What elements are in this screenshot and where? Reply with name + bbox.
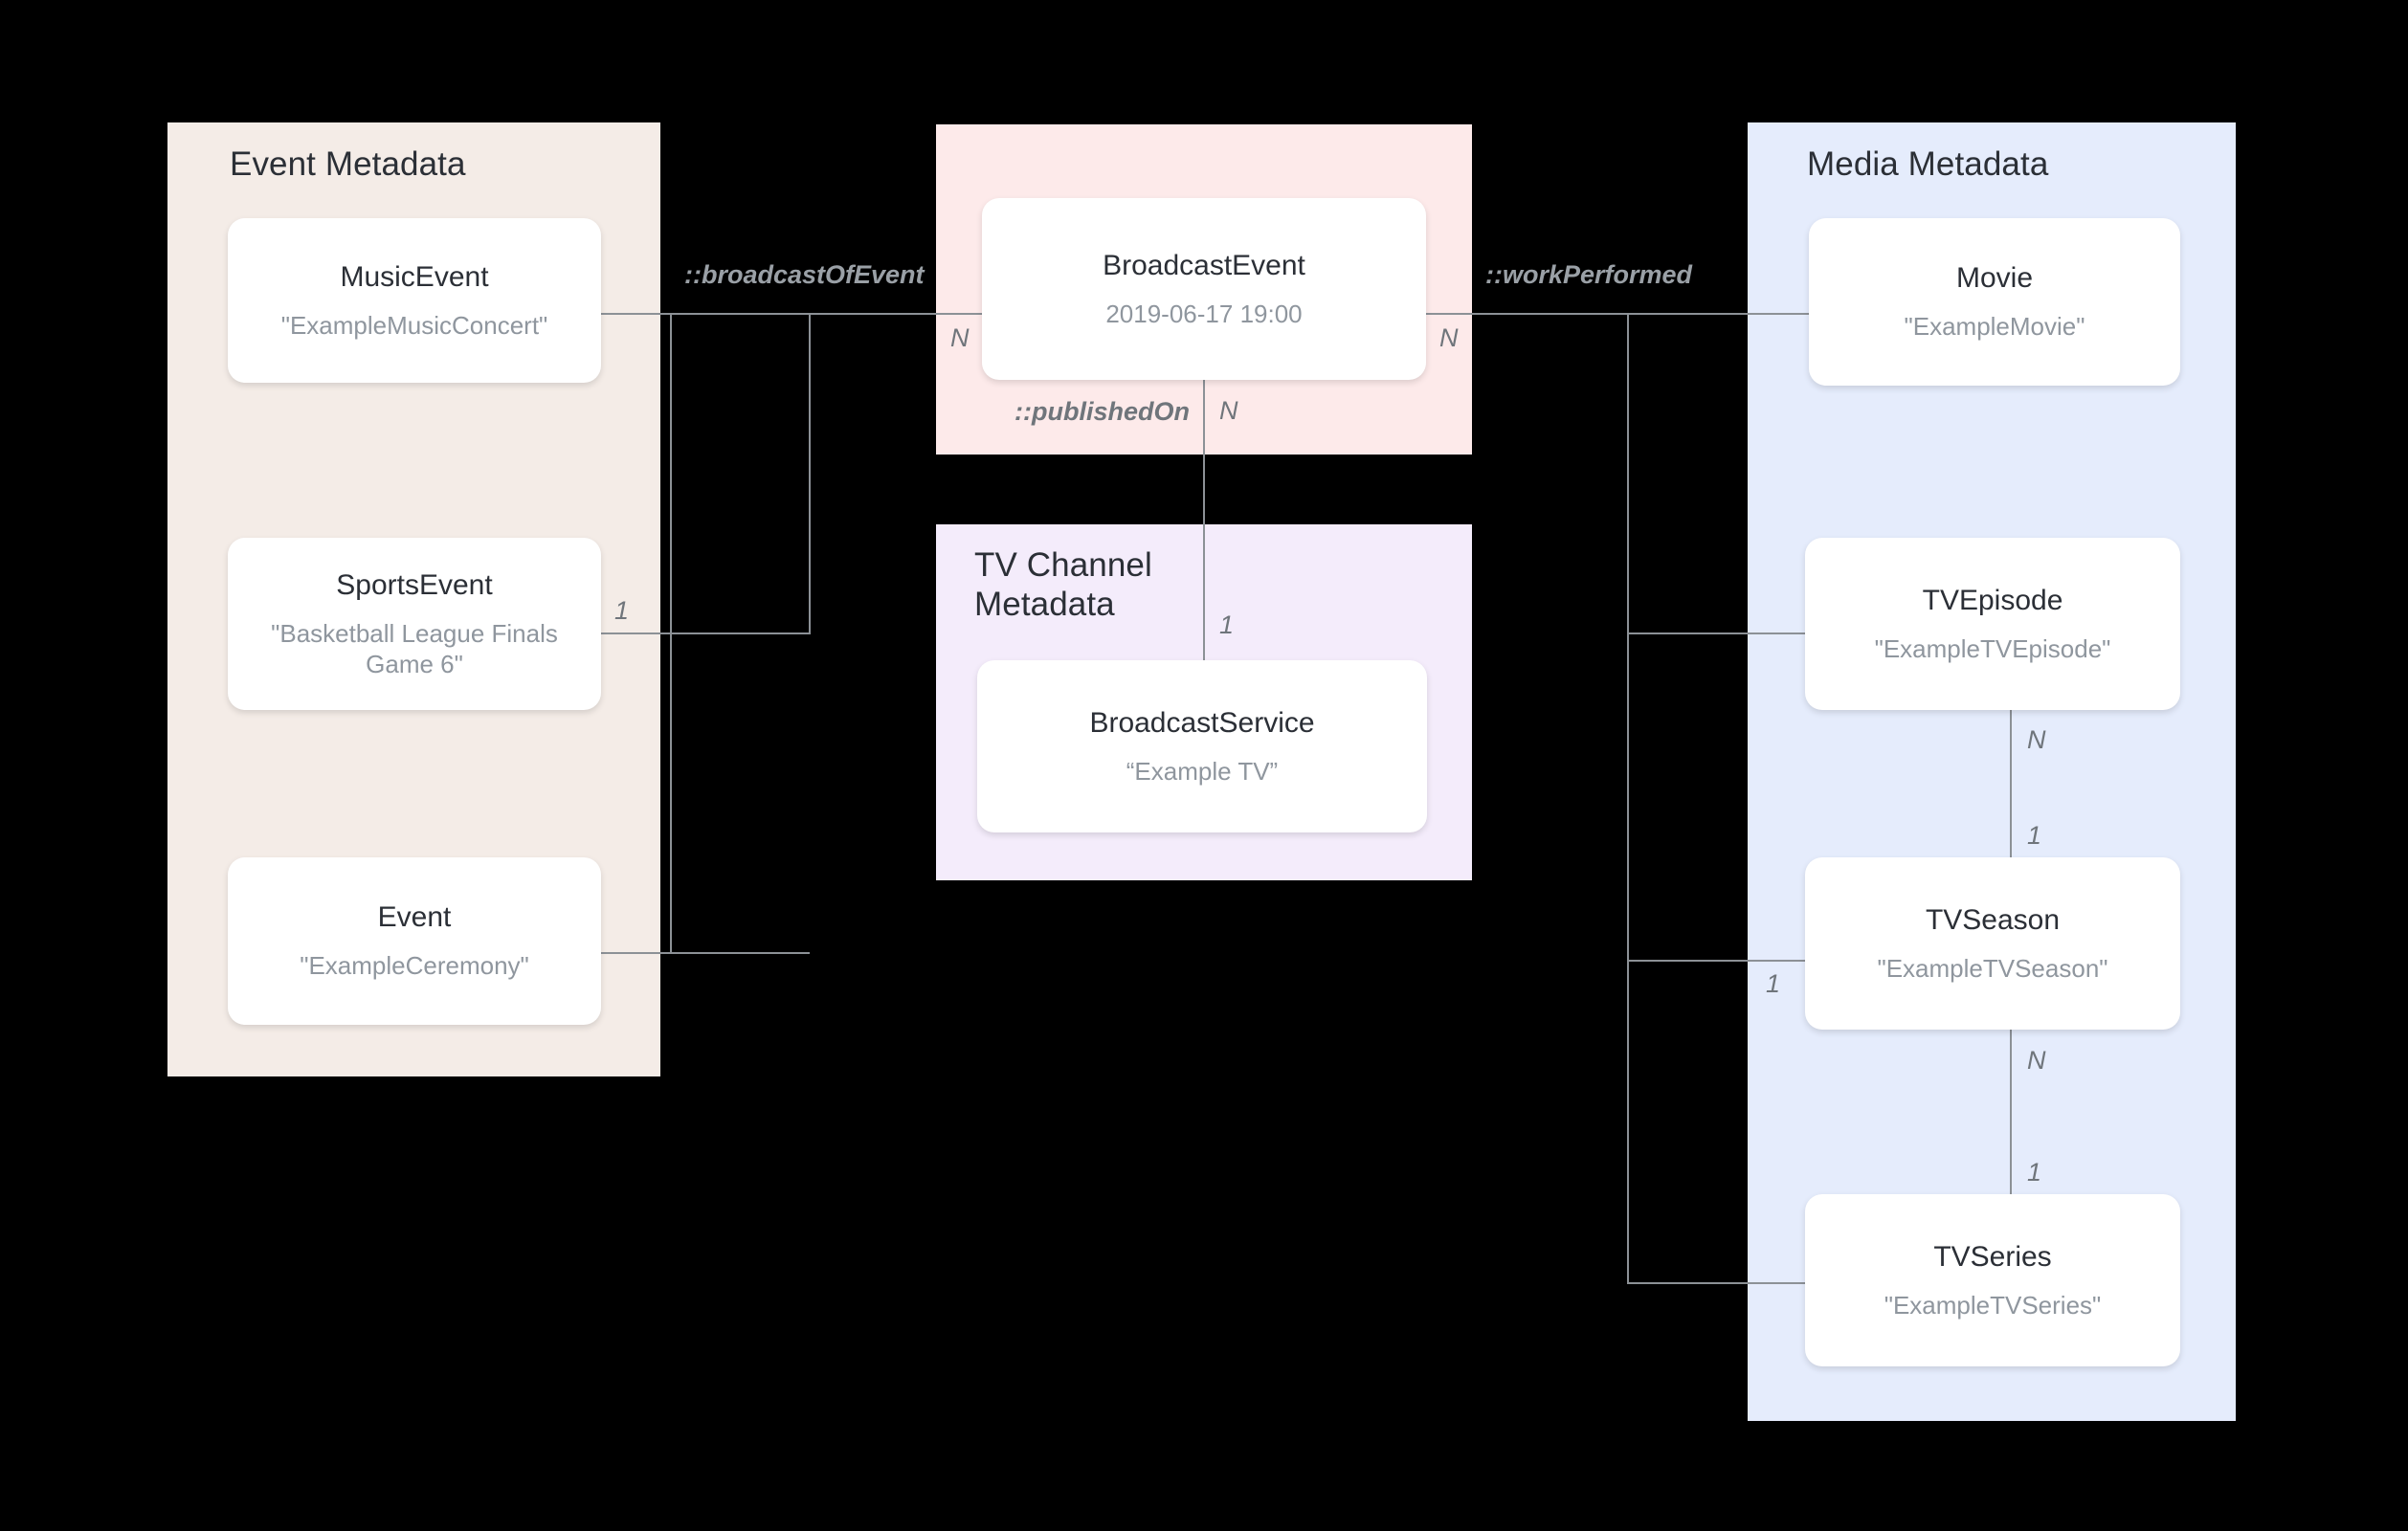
connector-broadcastofevent-main	[670, 313, 982, 315]
cardinality-broadcastevent-right: N	[1439, 323, 1459, 352]
connector-tvseries-stub	[1627, 1282, 1805, 1284]
entity-value-broadcastevent: 2019-06-17 19:00	[1105, 299, 1303, 328]
cardinality-sportsevent-right: 1	[614, 596, 630, 625]
group-title-event-metadata: Event Metadata	[230, 145, 466, 183]
cardinality-tvepisode-bottom: N	[2027, 725, 2046, 754]
group-title-tv-channel-metadata: TV Channel Metadata	[974, 546, 1152, 624]
connector-media-trunk	[1627, 313, 1629, 1282]
connector-sportsevent-stub	[601, 632, 810, 634]
connector-publishedon	[1203, 380, 1205, 662]
connector-tvepisode-tvseason	[2010, 710, 2012, 857]
entity-value-tvseason: "ExampleTVSeason"	[1877, 953, 2108, 983]
cardinality-tvseries-top: 1	[2027, 1158, 2042, 1187]
entity-type-tvseries: TVSeries	[1933, 1240, 2052, 1273]
entity-value-musicevent: "ExampleMusicConcert"	[280, 310, 548, 340]
connector-tvseason-stub	[1627, 960, 1805, 962]
cardinality-broadcastevent-bottom: N	[1219, 396, 1238, 425]
group-title-media-metadata: Media Metadata	[1807, 145, 2049, 183]
relationship-label-publishedon: ::publishedOn	[1014, 397, 1190, 426]
entity-card-tvseries[interactable]: TVSeries "ExampleTVSeries"	[1805, 1194, 2180, 1366]
entity-type-movie: Movie	[1955, 262, 2034, 295]
entity-card-musicevent[interactable]: MusicEvent "ExampleMusicConcert"	[228, 218, 601, 383]
entity-value-tvepisode: "ExampleTVEpisode"	[1874, 633, 2111, 663]
relationship-label-workperformed: ::workPerformed	[1485, 260, 1693, 289]
entity-value-tvseries: "ExampleTVSeries"	[1884, 1290, 2102, 1320]
cardinality-tvseason-left: 1	[1766, 969, 1781, 998]
entity-card-tvepisode[interactable]: TVEpisode "ExampleTVEpisode"	[1805, 538, 2180, 710]
entity-type-tvseason: TVSeason	[1925, 903, 2061, 936]
entity-card-event[interactable]: Event "ExampleCeremony"	[228, 857, 601, 1025]
entity-type-tvepisode: TVEpisode	[1922, 584, 2063, 616]
entity-card-broadcastservice[interactable]: BroadcastService “Example TV”	[977, 660, 1427, 832]
cardinality-tvseason-bottom: N	[2027, 1046, 2046, 1075]
connector-tvepisode-stub	[1627, 632, 1805, 634]
connector-workperformed-main	[1426, 313, 1809, 315]
cardinality-broadcastevent-left: N	[950, 323, 970, 352]
connector-event-stub	[601, 952, 810, 954]
cardinality-tvseason-top: 1	[2027, 821, 2042, 850]
cardinality-broadcastservice-top: 1	[1219, 610, 1235, 639]
entity-card-movie[interactable]: Movie "ExampleMovie"	[1809, 218, 2180, 386]
entity-card-broadcastevent[interactable]: BroadcastEvent 2019-06-17 19:00	[982, 198, 1426, 380]
entity-value-sportsevent: "Basketball League Finals Game 6"	[271, 618, 558, 679]
entity-card-tvseason[interactable]: TVSeason "ExampleTVSeason"	[1805, 857, 2180, 1030]
entity-value-movie: "ExampleMovie"	[1904, 312, 2085, 342]
entity-type-sportsevent: SportsEvent	[336, 568, 493, 601]
entity-value-event: "ExampleCeremony"	[300, 951, 529, 981]
connector-tvseason-tvseries	[2010, 1030, 2012, 1194]
connector-event-trunk	[670, 313, 672, 954]
entity-type-musicevent: MusicEvent	[340, 260, 489, 293]
connector-event-trunk-outer	[809, 313, 811, 634]
entity-type-event: Event	[377, 901, 452, 934]
entity-type-broadcastservice: BroadcastService	[1089, 706, 1315, 739]
entity-type-broadcastevent: BroadcastEvent	[1103, 249, 1305, 281]
entity-value-broadcastservice: “Example TV”	[1126, 756, 1279, 786]
relationship-label-broadcastofevent: ::broadcastOfEvent	[684, 260, 925, 289]
entity-card-sportsevent[interactable]: SportsEvent "Basketball League Finals Ga…	[228, 538, 601, 710]
